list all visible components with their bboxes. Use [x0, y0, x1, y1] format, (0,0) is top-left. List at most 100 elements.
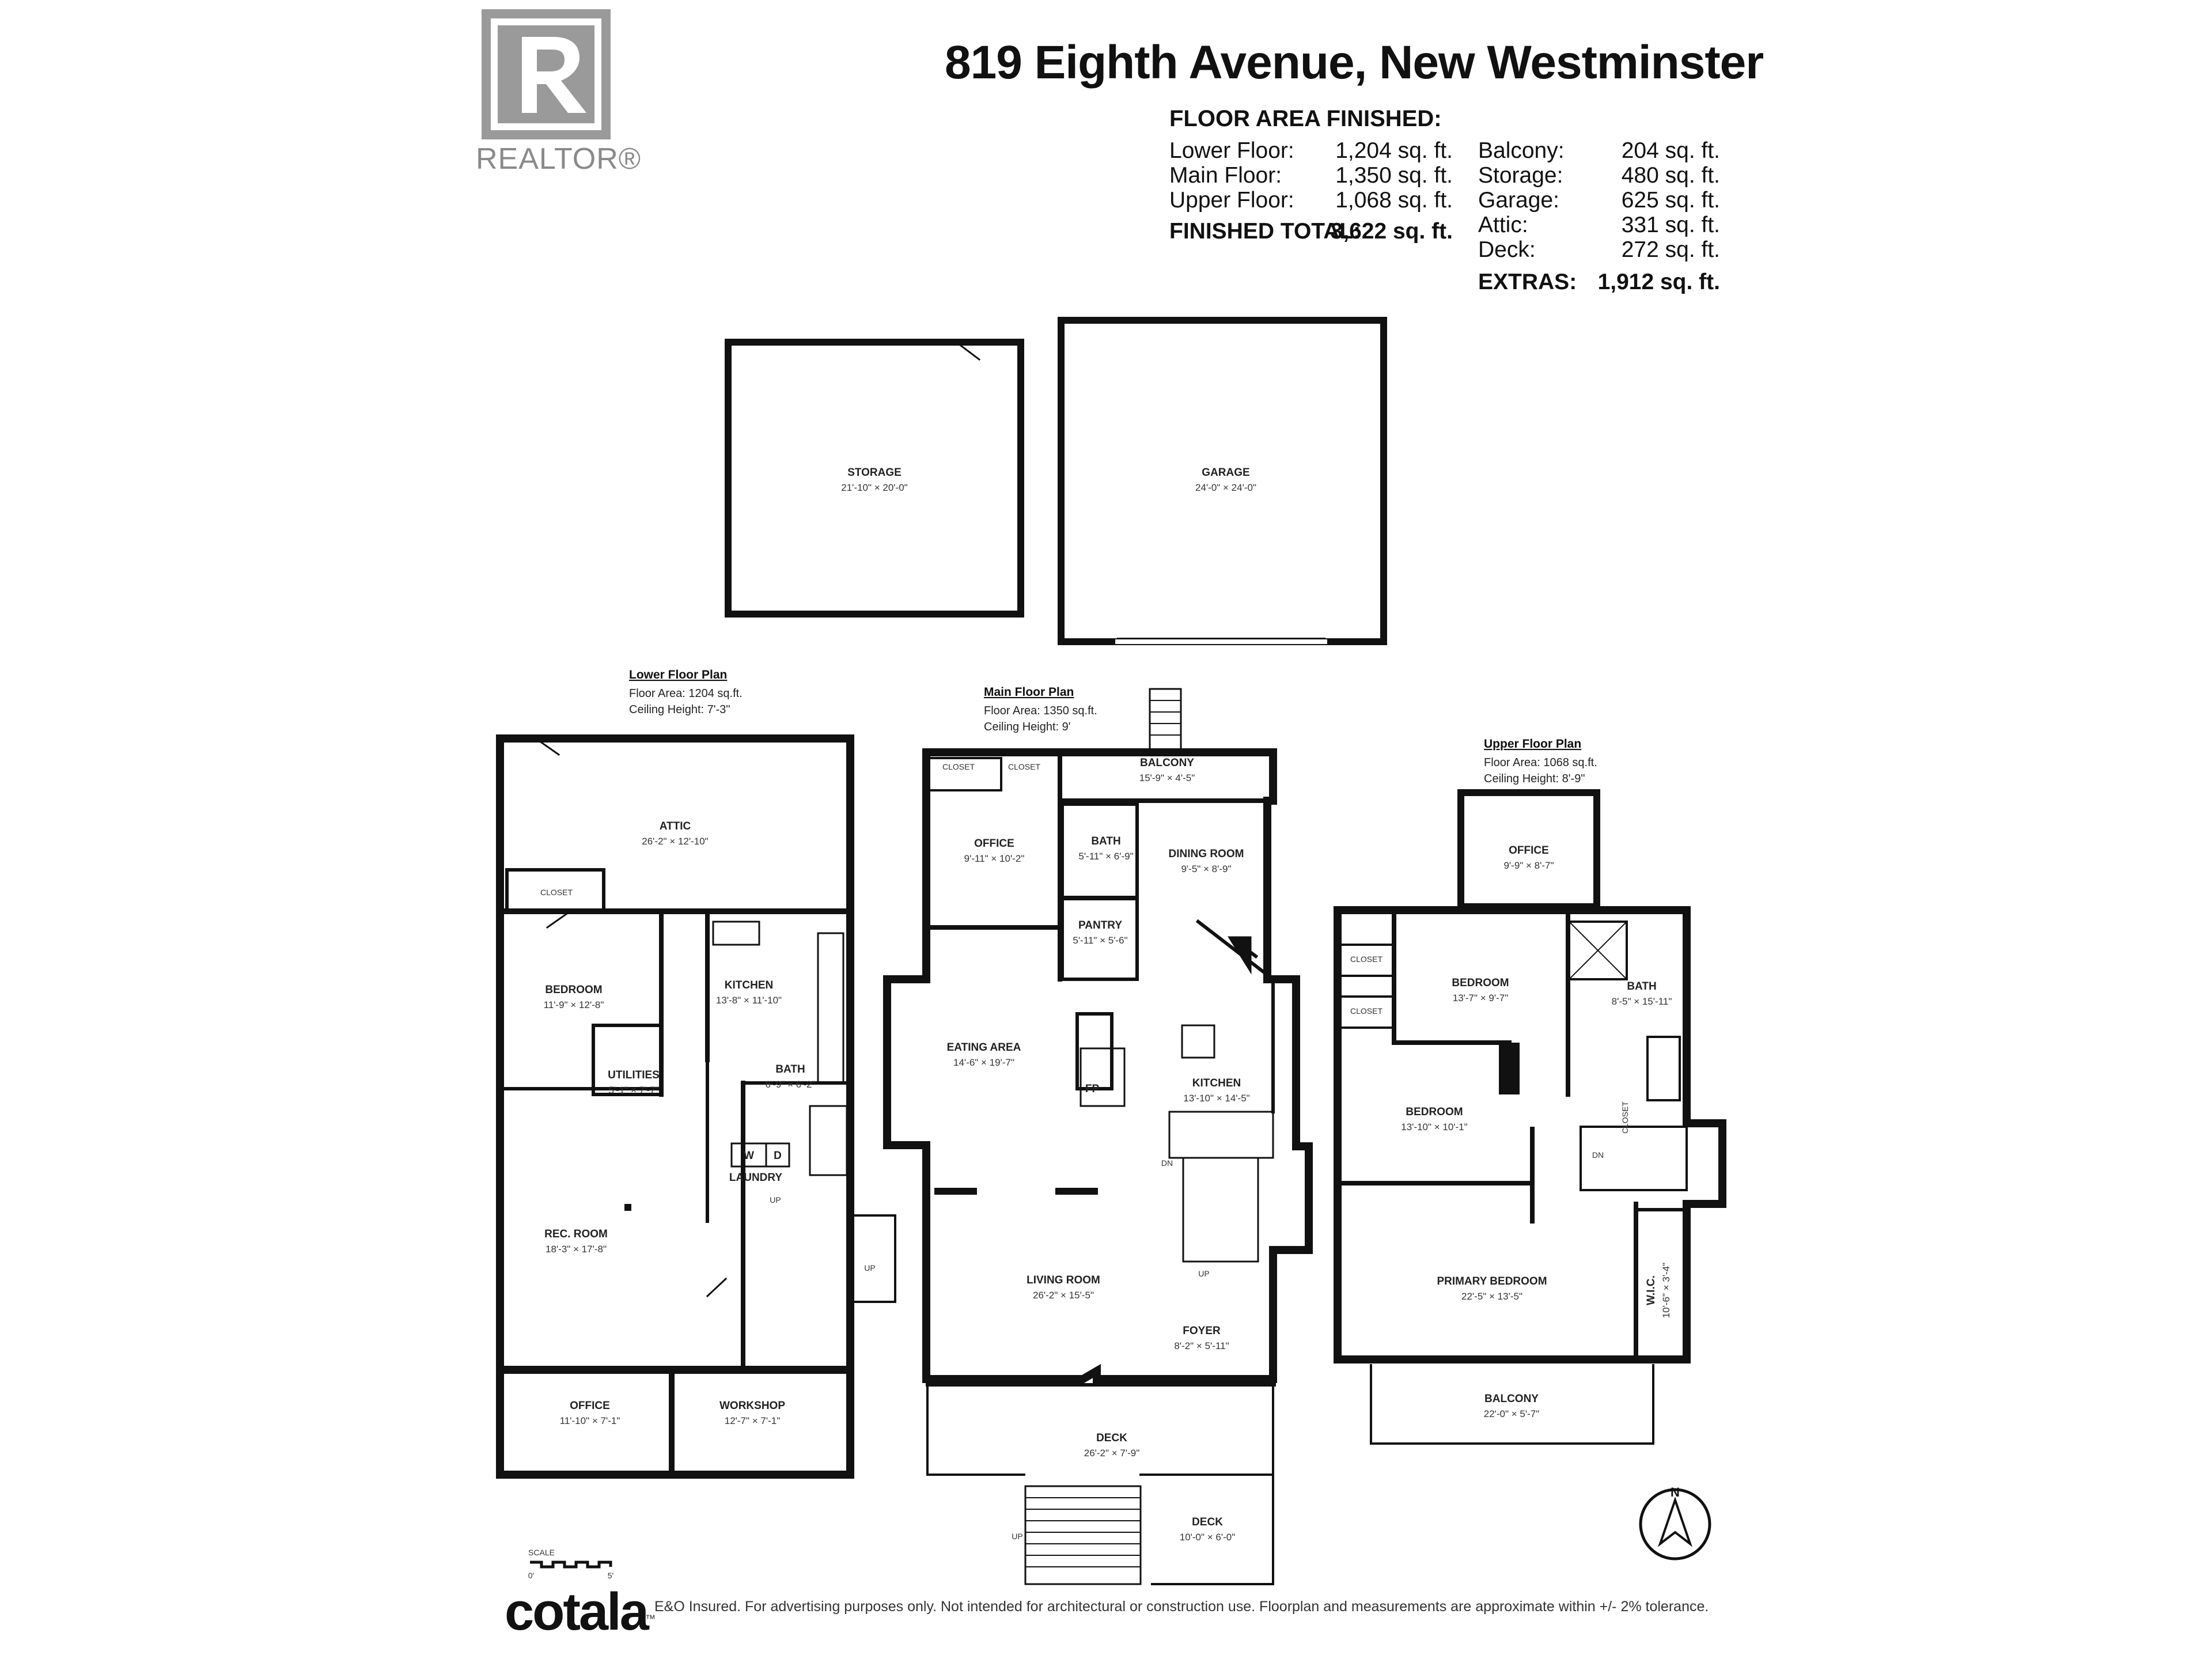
main-bath-dim: 5'-11" × 6'-9"	[1078, 851, 1133, 862]
main-deck-name: DECK	[1096, 1432, 1127, 1444]
finished-lower-value: 1,204 sq. ft.	[1335, 138, 1453, 163]
lower-bedroom-name: BEDROOM	[545, 984, 602, 996]
lower-stair-up-1: UP	[770, 1195, 781, 1205]
upper-office-name: OFFICE	[1509, 844, 1549, 857]
upper-balcony-dim: 22'-0" × 5'-7"	[1484, 1408, 1540, 1419]
main-plan-ceiling: Ceiling Height: 9'	[984, 721, 1071, 733]
lower-bedroom-dim: 11'-9" × 12'-8"	[544, 999, 604, 1010]
main-eating-name: EATING AREA	[947, 1041, 1021, 1054]
upper-plan-ceiling: Ceiling Height: 8'-9"	[1484, 772, 1585, 785]
lower-plan-title: Lower Floor Plan	[629, 668, 727, 681]
extras-garage-label: Garage:	[1478, 188, 1559, 213]
lower-kitchen-dim: 13'-8" × 11'-10"	[716, 995, 782, 1006]
property-address-title: 819 Eighth Avenue, New Westminster	[945, 36, 1764, 89]
upper-plan-title: Upper Floor Plan	[1484, 737, 1581, 751]
finished-main-value: 1,350 sq. ft.	[1335, 163, 1453, 188]
lower-kitchen-name: KITCHEN	[725, 979, 773, 991]
lower-rec-name: REC. ROOM	[544, 1228, 608, 1240]
main-pantry-dim: 5'-11" × 5'-6"	[1073, 935, 1127, 946]
lower-dryer-label: D	[774, 1150, 782, 1162]
main-bath-name: BATH	[1091, 835, 1120, 847]
extras-storage-value: 480 sq. ft.	[1621, 163, 1720, 188]
extras-storage-label: Storage:	[1478, 163, 1563, 188]
lower-laundry-name: LAUNDRY	[729, 1172, 783, 1184]
main-deck-stair-up: UP	[1012, 1532, 1022, 1541]
scale-start: 0'	[528, 1571, 534, 1580]
upper-plan-area: Floor Area: 1068 sq.ft.	[1484, 756, 1597, 769]
disclaimer-text: E&O Insured. For advertising purposes on…	[654, 1599, 1709, 1615]
main-closet-1: CLOSET	[942, 762, 975, 771]
lower-bath-dim: 6'-9" × 6'-2"	[765, 1079, 815, 1090]
main-closet-2: CLOSET	[1008, 762, 1040, 771]
lower-washer-label: W	[744, 1150, 754, 1162]
main-deck2-name: DECK	[1192, 1516, 1223, 1528]
upper-wic-name: W.I.C.	[1645, 1275, 1657, 1305]
extras-balcony-label: Balcony:	[1478, 138, 1565, 163]
main-living-name: LIVING ROOM	[1027, 1274, 1100, 1286]
finished-lower-label: Lower Floor:	[1169, 138, 1294, 163]
finished-upper-label: Upper Floor:	[1169, 188, 1294, 213]
cotala-trademark: ™	[645, 1613, 656, 1624]
upper-stair-down: DN	[1592, 1150, 1604, 1160]
main-foyer-dim: 8'-2" × 5'-11"	[1174, 1340, 1229, 1351]
extras-deck-value: 272 sq. ft.	[1621, 237, 1720, 262]
lower-closet-label: CLOSET	[540, 888, 573, 897]
cotala-brand: cotala	[505, 1582, 649, 1641]
realtor-logo	[482, 9, 611, 139]
main-deck-dim: 26'-2" × 7'-9"	[1084, 1448, 1140, 1459]
main-balcony-dim: 15'-9" × 4'-5"	[1139, 772, 1195, 783]
main-kitchen-name: KITCHEN	[1192, 1077, 1241, 1089]
scale-bar: SCALE 0' 5'	[528, 1548, 613, 1580]
main-eating-dim: 14'-6" × 19'-7"	[953, 1057, 1014, 1068]
main-dining-name: DINING ROOM	[1169, 848, 1244, 860]
garage-dim: 24'-0" × 24'-0"	[1195, 482, 1256, 493]
storage-dim: 21'-10" × 20'-0"	[841, 482, 907, 493]
main-balcony-name: BALCONY	[1140, 757, 1194, 769]
finished-main-label: Main Floor:	[1169, 163, 1282, 188]
lower-floor-plan	[496, 734, 896, 1479]
upper-primary-dim: 22'-5" × 13'-5"	[1461, 1291, 1522, 1302]
garage-building	[1058, 317, 1387, 645]
upper-floor-plan	[1334, 789, 1726, 1445]
north-compass: N	[1639, 1485, 1711, 1560]
extras-total-label: EXTRAS:	[1478, 270, 1577, 294]
floor-area-heading: FLOOR AREA FINISHED:	[1169, 106, 1442, 131]
main-plan-area: Floor Area: 1350 sq.ft.	[984, 704, 1097, 717]
main-floor-plan	[883, 688, 1313, 1585]
main-living-dim: 26'-2" × 15'-5"	[1033, 1290, 1094, 1301]
main-office-name: OFFICE	[974, 838, 1014, 850]
lower-office-name: OFFICE	[570, 1400, 610, 1412]
upper-balcony-name: BALCONY	[1484, 1393, 1539, 1405]
main-dining-dim: 9'-5" × 8'-9"	[1181, 863, 1231, 874]
lower-rec-dim: 18'-3" × 17'-8"	[546, 1244, 607, 1255]
storage-name: STORAGE	[847, 467, 902, 479]
lower-plan-area: Floor Area: 1204 sq.ft.	[629, 687, 743, 700]
lower-stair-up-2: UP	[864, 1263, 875, 1272]
upper-primary-name: PRIMARY BEDROOM	[1437, 1275, 1547, 1287]
main-pantry-name: PANTRY	[1078, 919, 1122, 931]
extras-attic-label: Attic:	[1478, 213, 1528, 237]
lower-workshop-name: WORKSHOP	[719, 1400, 785, 1412]
main-foyer-name: FOYER	[1183, 1325, 1221, 1337]
lower-plan-ceiling: Ceiling Height: 7'-3"	[629, 703, 730, 716]
main-office-dim: 9'-11" × 10'-2"	[964, 853, 1025, 864]
compass-north-label: N	[1671, 1485, 1680, 1499]
lower-attic-dim: 26'-2" × 12'-10"	[642, 836, 708, 847]
upper-bedroom2-dim: 13'-10" × 10'-1"	[1401, 1122, 1467, 1132]
scale-end: 5'	[608, 1571, 613, 1580]
garage-name: GARAGE	[1202, 467, 1249, 479]
extras-garage-value: 625 sq. ft.	[1621, 188, 1720, 213]
main-kitchen-dim: 13'-10" × 14'-5"	[1183, 1093, 1249, 1104]
upper-bedroom1-dim: 13'-7" × 9'-7"	[1453, 993, 1509, 1003]
upper-wic-dim: 10'-6" × 3'-4"	[1661, 1263, 1672, 1319]
finished-total-label: FINISHED TOTAL:	[1169, 219, 1361, 244]
main-stair-up: UP	[1198, 1269, 1209, 1278]
main-stair-down: DN	[1161, 1158, 1173, 1168]
lower-utilities-name: UTILITIES	[608, 1069, 660, 1081]
main-fireplace-label: FP	[1085, 1083, 1100, 1095]
lower-attic-name: ATTIC	[660, 820, 691, 832]
lower-workshop-dim: 12'-7" × 7'-1"	[725, 1415, 781, 1426]
extras-balcony-value: 204 sq. ft.	[1621, 138, 1720, 163]
extras-deck-label: Deck:	[1478, 237, 1536, 262]
